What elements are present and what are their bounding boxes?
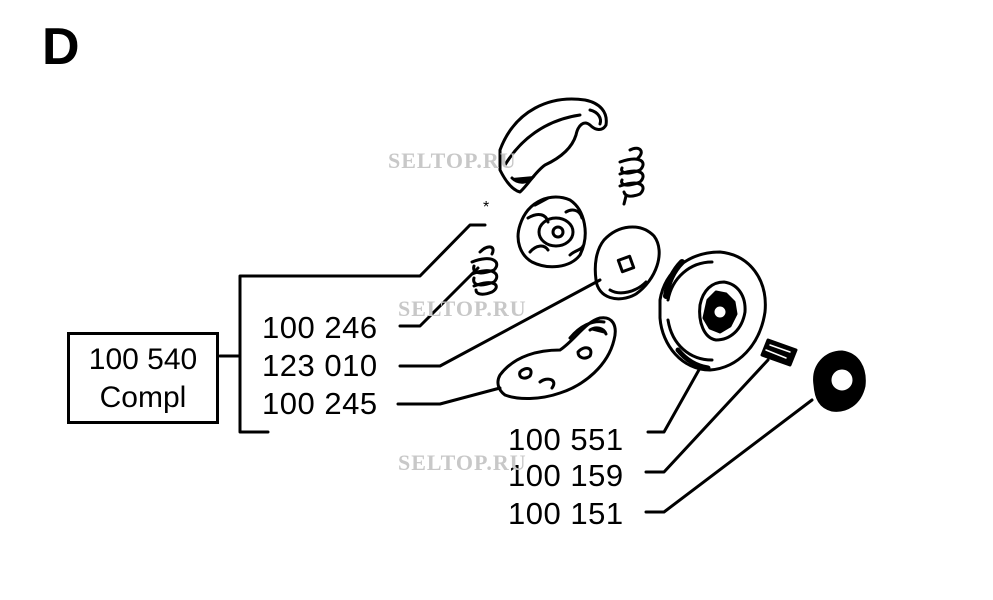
clutch-shoe-top	[498, 97, 608, 194]
watermark-top: SELTOP.RU	[388, 148, 517, 173]
part-number-clutch-shoe: 100 245	[262, 386, 378, 421]
kit-box: 100 540 Compl	[67, 332, 219, 424]
asterisk-marker: *	[483, 199, 490, 216]
clutch-shoe-bottom	[496, 316, 617, 400]
leader-lines	[260, 223, 814, 514]
watermark-bottom: SELTOP.RU	[398, 450, 527, 475]
clutch-hub	[516, 195, 587, 269]
kit-label: Compl	[99, 381, 187, 414]
kit-number: 100 540	[88, 343, 198, 376]
needle-bearing	[760, 338, 798, 367]
section-letter: D	[42, 18, 80, 76]
spring-top	[618, 146, 645, 206]
part-number-clutch-drum: 100 551	[508, 422, 624, 457]
washer	[593, 225, 661, 301]
part-number-clutch-spring: 100 246	[262, 310, 378, 345]
end-washer	[813, 350, 866, 412]
clutch-drum	[658, 250, 767, 372]
part-number-needle-bearing: 100 159	[508, 458, 624, 493]
kit-bracket	[218, 274, 270, 434]
watermark-middle: SELTOP.RU	[398, 296, 527, 321]
part-number-washer: 123 010	[262, 348, 378, 383]
part-number-end-washer: 100 151	[508, 496, 624, 531]
